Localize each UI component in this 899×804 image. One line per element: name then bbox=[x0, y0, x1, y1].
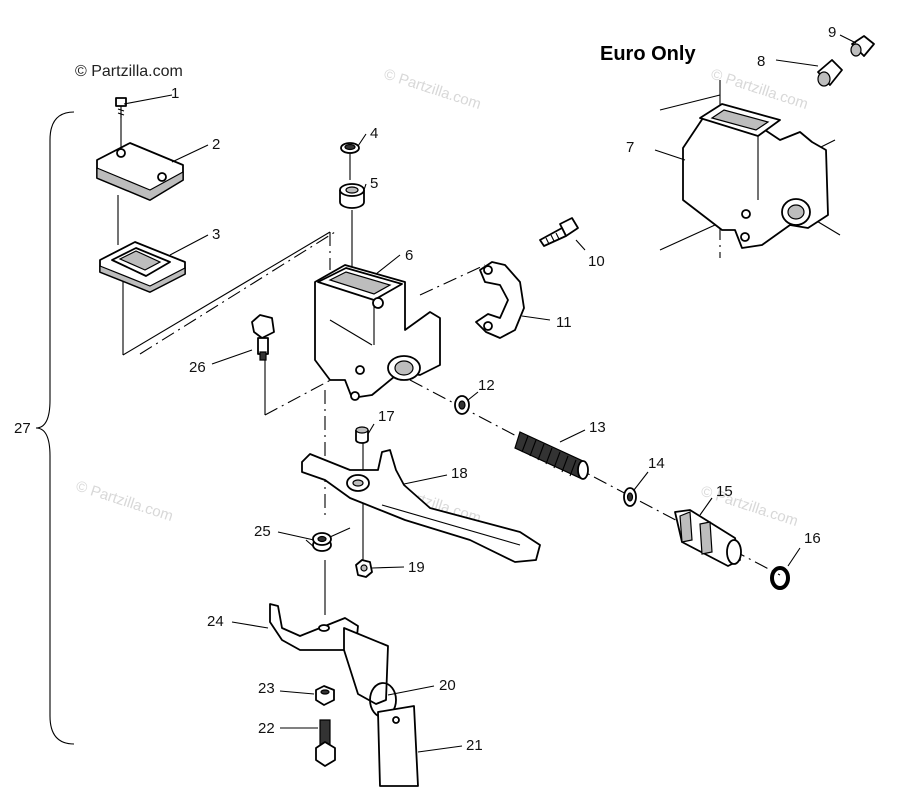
watermark: © Partzilla.com bbox=[74, 478, 175, 525]
callout-18: 18 bbox=[451, 465, 468, 482]
part-16-oring bbox=[770, 566, 790, 590]
callout-23: 23 bbox=[258, 680, 275, 697]
callout-15: 15 bbox=[716, 483, 733, 500]
callout-labels: 1 2 3 4 5 6 7 8 9 10 11 12 13 14 15 16 1… bbox=[14, 24, 836, 754]
part-4-seal bbox=[340, 142, 360, 154]
callout-9: 9 bbox=[828, 24, 836, 41]
callout-11: 11 bbox=[556, 314, 572, 331]
euro-only-heading: Euro Only bbox=[600, 43, 696, 65]
part-14-washer bbox=[623, 487, 637, 507]
callout-8: 8 bbox=[757, 53, 765, 70]
part-1-screw bbox=[115, 97, 127, 118]
callout-27: 27 bbox=[14, 420, 31, 437]
part-10-bolt bbox=[539, 217, 579, 247]
part-15-piston bbox=[674, 509, 742, 567]
part-12-washer bbox=[454, 395, 470, 415]
callout-5: 5 bbox=[370, 175, 378, 192]
callout-21: 21 bbox=[466, 737, 483, 754]
watermark: © Partzilla.com bbox=[382, 66, 483, 113]
part-11-clamp bbox=[475, 261, 525, 339]
callout-12: 12 bbox=[478, 377, 495, 394]
callout-14: 14 bbox=[648, 455, 665, 472]
part-19-nut bbox=[355, 559, 373, 578]
callout-20: 20 bbox=[439, 677, 456, 694]
callout-6: 6 bbox=[405, 247, 413, 264]
callout-1: 1 bbox=[171, 85, 179, 102]
callout-2: 2 bbox=[212, 136, 220, 153]
watermark-main: © Partzilla.com bbox=[75, 63, 183, 80]
callout-26: 26 bbox=[189, 359, 206, 376]
callout-10: 10 bbox=[588, 253, 605, 270]
part-18-lever bbox=[301, 449, 541, 563]
callout-16: 16 bbox=[804, 530, 821, 547]
assembly-brace bbox=[35, 111, 75, 745]
part-6-master-cylinder bbox=[314, 264, 441, 401]
part-7-euro-master-cylinder bbox=[682, 103, 829, 249]
callout-17: 17 bbox=[378, 408, 395, 425]
part-2-cover bbox=[96, 142, 184, 201]
callout-3: 3 bbox=[212, 226, 220, 243]
part-26-pivot-bolt bbox=[251, 314, 275, 361]
callout-24: 24 bbox=[207, 613, 224, 630]
part-22-screw bbox=[315, 719, 336, 767]
part-8-fitting bbox=[817, 59, 843, 87]
callout-4: 4 bbox=[370, 125, 378, 142]
callout-7: 7 bbox=[626, 139, 634, 156]
part-17-bushing bbox=[355, 426, 369, 444]
callout-19: 19 bbox=[408, 559, 425, 576]
part-5-bushing bbox=[339, 183, 365, 209]
part-23-nut bbox=[315, 685, 335, 706]
part-13-spring bbox=[514, 431, 589, 480]
callout-leaders bbox=[123, 34, 857, 753]
callout-13: 13 bbox=[589, 419, 606, 436]
part-25-torsion-spring bbox=[305, 527, 351, 552]
callout-25: 25 bbox=[254, 523, 271, 540]
callout-22: 22 bbox=[258, 720, 275, 737]
part-21-tag bbox=[377, 705, 419, 787]
watermark: © Partzilla.com bbox=[699, 483, 800, 530]
part-9-cap bbox=[850, 35, 875, 57]
part-3-diaphragm bbox=[99, 241, 186, 293]
